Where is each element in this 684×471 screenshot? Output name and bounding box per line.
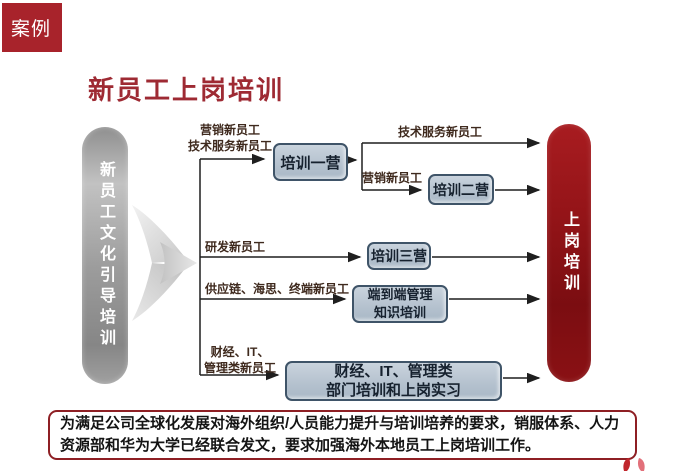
red-flower-logo-icon	[623, 458, 645, 471]
label-finance-it-new-hires: 财经、IT、 管理类新员工	[203, 345, 276, 376]
footer-statement-box: 为满足公司全球化发展对海外组织/人员能力提升与培训培养的要求，销服体系、人力资源…	[48, 410, 637, 460]
node-training-camp-2: 培训二营	[428, 174, 494, 205]
culture-training-capsule: 新员工文化引导培训	[82, 127, 128, 384]
node-training-camp-1: 培训一营	[273, 143, 348, 181]
label-marketing-new-hires: 营销新员工	[362, 171, 423, 185]
footer-statement-text: 为满足公司全球化发展对海外组织/人员能力提升与培训培养的要求，销服体系、人力资源…	[60, 415, 620, 454]
onboard-training-label: 上岗培训	[561, 211, 578, 295]
label-tech-service-new-hires: 技术服务新员工	[397, 125, 482, 139]
label-marketing-tech-new-hires: 营销新员工 技术服务新员工	[187, 123, 272, 154]
label-rnd-new-hires: 研发新员工	[205, 240, 266, 254]
page-title: 新员工上岗培训	[88, 75, 285, 105]
onboard-training-capsule: 上岗培训	[547, 124, 591, 382]
node-e2e-management-training: 端到端管理 知识培训	[352, 285, 448, 323]
flow-chevron-icon	[132, 205, 197, 321]
node-training-camp-3: 培训三营	[367, 242, 431, 270]
node-finance-dept-training: 财经、IT、管理类 部门培训和上岗实习	[285, 361, 502, 401]
label-supply-chain-new-hires: 供应链、海思、终端新员工	[205, 282, 350, 296]
culture-training-label: 新员工文化引导培训	[97, 161, 114, 350]
case-tag: 案例	[2, 3, 62, 52]
